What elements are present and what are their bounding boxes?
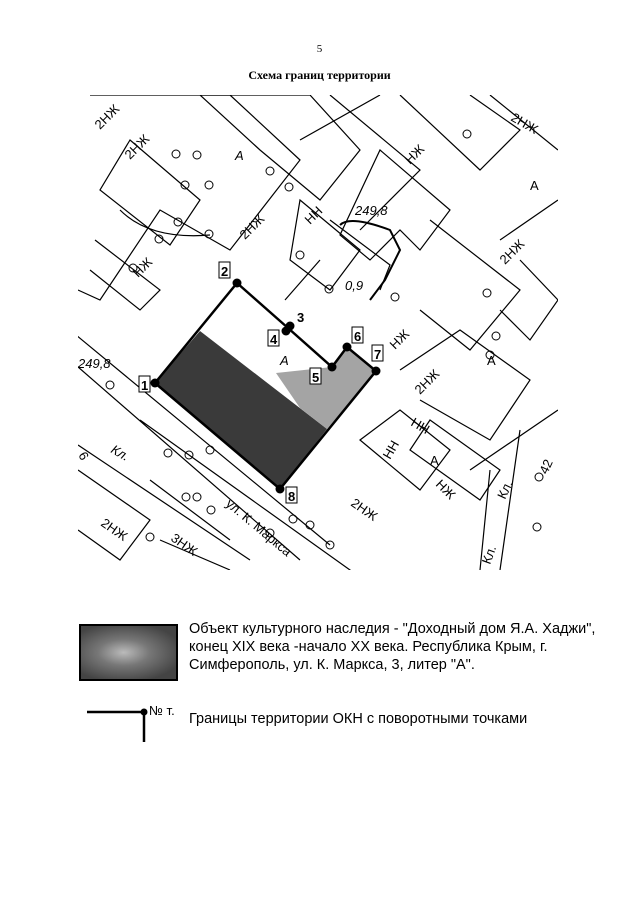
building-outline <box>359 329 558 501</box>
point-label-8: 8 <box>288 489 295 504</box>
point-label-3: 3 <box>297 310 304 325</box>
map-label: 2НЖ <box>237 211 268 242</box>
turning-point-6 <box>342 342 352 352</box>
map-label: А <box>530 178 539 193</box>
map-label: 6 <box>75 449 92 463</box>
map-label: А <box>487 353 496 368</box>
utility-line <box>119 209 521 570</box>
page-number: 5 <box>316 43 323 55</box>
point-labels: 1 2 3 4 5 6 7 8 <box>138 261 384 504</box>
building-outline <box>78 469 231 570</box>
legend-point-number: № т. <box>149 703 175 718</box>
legend-boundary-text: Границы территории ОКН с поворотными точ… <box>189 711 528 727</box>
contour-line <box>339 220 402 301</box>
building-outline <box>78 95 301 311</box>
street-line <box>78 335 352 570</box>
turning-point-7 <box>371 366 381 376</box>
turning-point-5 <box>327 362 337 372</box>
map-label: 2НЖ <box>92 101 123 132</box>
legend-heritage-text: Объект культурного наследия - "Доходный … <box>189 621 596 673</box>
turning-points <box>150 278 381 494</box>
map-label: НЖ <box>130 254 156 280</box>
point-label-6: 6 <box>354 329 361 344</box>
map-label: 2НЖ <box>348 495 380 524</box>
map-label: Кл. <box>479 543 500 566</box>
turning-point-4 <box>281 326 291 336</box>
map-label: 42 <box>536 457 556 476</box>
map-label: А <box>234 148 244 163</box>
map-label: НЖ <box>402 141 428 167</box>
legend-boundary-symbol <box>87 708 148 742</box>
map-label: 2НЖ <box>98 515 130 544</box>
map-label: НЖ <box>433 477 459 503</box>
territory-boundary <box>154 281 378 491</box>
map-label: А <box>279 353 289 368</box>
point-label-2: 2 <box>221 264 228 279</box>
map-label: 249,8 <box>77 356 111 371</box>
heritage-object-light <box>276 347 376 429</box>
map-label: НН <box>302 203 326 227</box>
point-label-4: 4 <box>270 332 278 347</box>
turning-point-8 <box>275 484 285 494</box>
building-outline <box>199 95 421 231</box>
map-label: А <box>430 453 439 468</box>
point-label-7: 7 <box>374 347 381 362</box>
map-label: 249,8 <box>354 203 388 218</box>
heritage-object-dark <box>155 331 327 489</box>
map-label: Кл. <box>109 442 133 464</box>
building-outline <box>419 95 558 351</box>
map-label: 0,9 <box>345 278 363 293</box>
turning-point-2 <box>232 278 242 288</box>
legend-heritage-swatch <box>79 624 178 681</box>
map-label: 2НЖ <box>122 131 153 162</box>
point-label-1: 1 <box>141 378 148 393</box>
tree-symbols <box>105 129 544 550</box>
map-label: 3НЖ <box>168 530 200 559</box>
turning-point-1 <box>150 378 160 388</box>
map-label: НЖ <box>387 326 413 352</box>
map-label: НН <box>380 438 402 462</box>
building-outline <box>339 95 521 261</box>
map-label: 2НЖ <box>412 366 443 397</box>
map-label: Кл. <box>494 478 516 501</box>
page-title: Схема границ территории <box>248 68 391 82</box>
point-label-5: 5 <box>312 370 319 385</box>
